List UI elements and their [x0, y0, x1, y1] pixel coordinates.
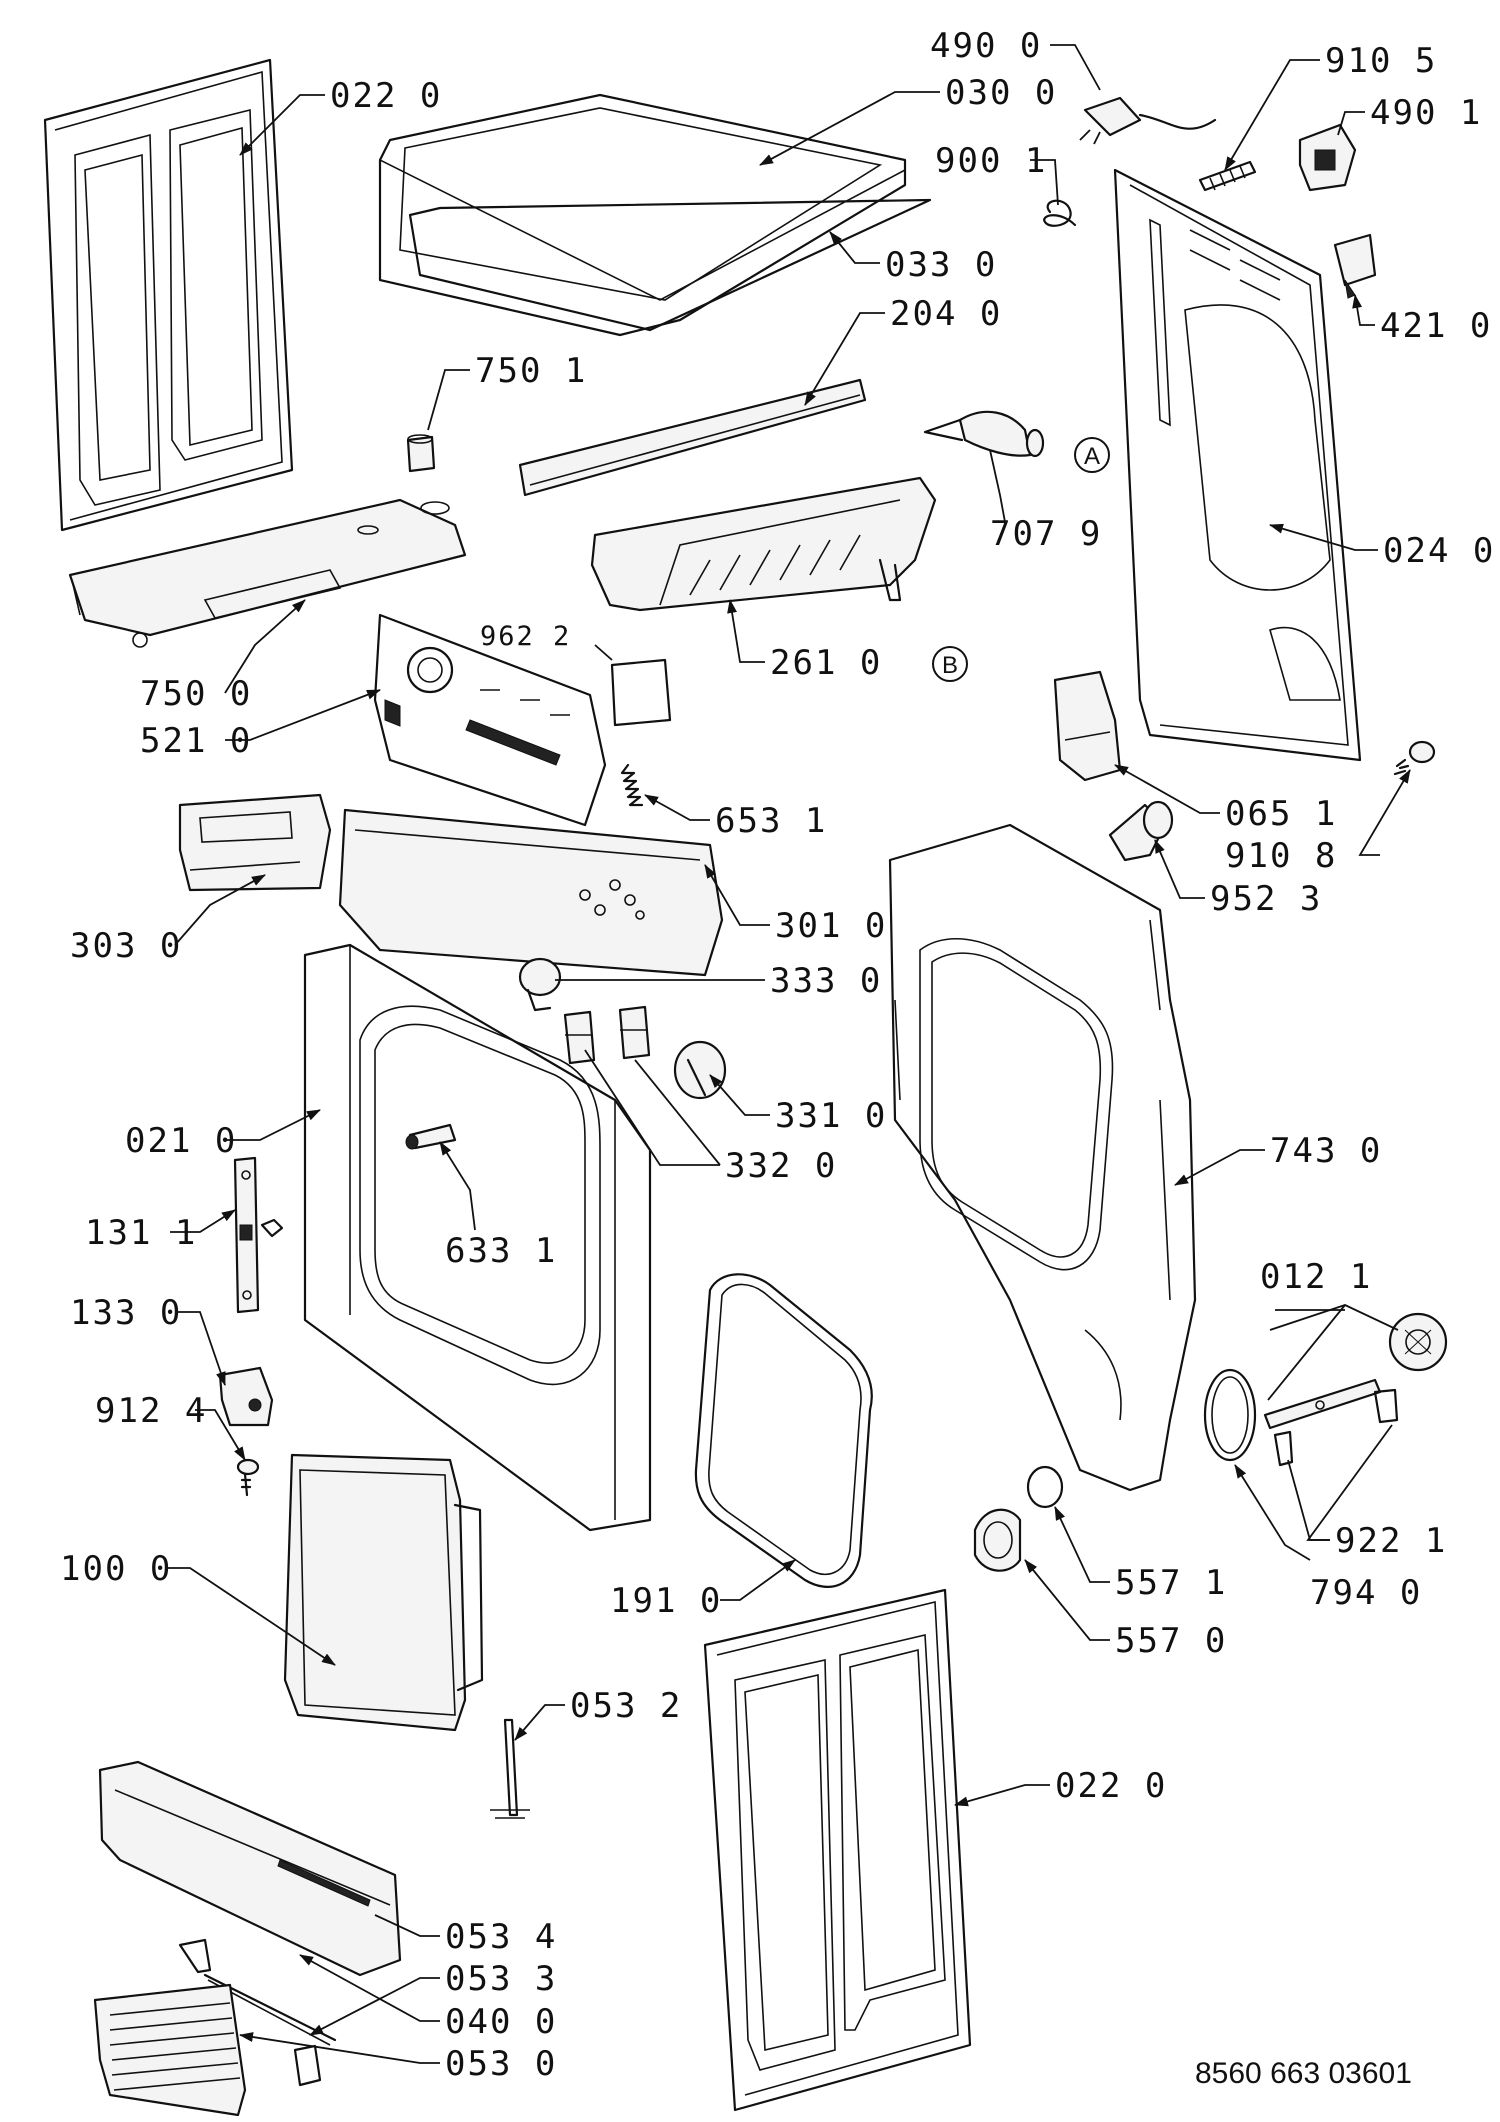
reference-circle-b: B [932, 646, 968, 682]
callout-053-3: 053 3 [445, 1959, 557, 1999]
callout-900-1: 900 1 [935, 141, 1047, 181]
callout-065-1: 065 1 [1225, 794, 1337, 834]
pump-motor [973, 1508, 1022, 1572]
front-grille [93, 1983, 247, 2117]
callout-633-1: 633 1 [445, 1231, 557, 1271]
callout-653-1: 653 1 [715, 801, 827, 841]
top-lid [378, 93, 907, 337]
adjustable-foot [1393, 740, 1436, 776]
door-hinge [233, 1156, 284, 1314]
side-panel-bottom [703, 1588, 972, 2112]
dispenser-cap [406, 434, 436, 473]
dispenser-drawer [178, 793, 332, 892]
door-lock [218, 1366, 274, 1427]
door-gasket [694, 1273, 873, 1588]
callout-030-0: 030 0 [945, 73, 1057, 113]
callout-743-0: 743 0 [1270, 1131, 1382, 1171]
spring-contact [620, 763, 644, 807]
drum-pulley [1388, 1312, 1448, 1372]
callout-557-1: 557 1 [1115, 1563, 1227, 1603]
callout-133-0: 133 0 [70, 1293, 182, 1333]
reference-circle-a: A [1074, 437, 1110, 473]
sensor-probe [923, 410, 1045, 458]
plug-bracket [1298, 123, 1357, 192]
callout-053-2: 053 2 [570, 1686, 682, 1726]
leader-lines [165, 44, 1411, 2064]
callout-191-0: 191 0 [610, 1581, 722, 1621]
drum-housing [888, 823, 1197, 1492]
control-board [373, 613, 607, 827]
front-panel [303, 943, 652, 1532]
control-panel [338, 808, 724, 977]
callout-100-0: 100 0 [60, 1549, 172, 1589]
callout-022-0-top: 022 0 [330, 76, 442, 116]
callout-794-0: 794 0 [1310, 1573, 1422, 1613]
callout-332-0: 332 0 [725, 1146, 837, 1186]
callout-333-0: 333 0 [770, 961, 882, 1001]
drum-shaft [1263, 1378, 1382, 1430]
callout-521-0: 521 0 [140, 721, 252, 761]
callout-750-0: 750 0 [140, 674, 252, 714]
push-buttons [563, 1005, 651, 1065]
callout-421-0: 421 0 [1380, 306, 1492, 346]
callout-040-0: 040 0 [445, 2002, 557, 2042]
screw-9124 [236, 1458, 260, 1497]
selector-knob [518, 957, 562, 1012]
front-rail [518, 378, 867, 497]
callout-912-4: 912 4 [95, 1391, 207, 1431]
callout-303-0: 303 0 [70, 926, 182, 966]
lid-bracket-plate [408, 198, 932, 332]
callout-750-1: 750 1 [475, 351, 587, 391]
connector-block [1333, 233, 1377, 299]
callout-033-0: 033 0 [885, 245, 997, 285]
callout-490-0: 490 0 [930, 26, 1042, 66]
callout-922-1: 922 1 [1335, 1521, 1447, 1561]
callout-204-0: 204 0 [890, 294, 1002, 334]
svg-text:B: B [942, 652, 958, 679]
callout-labels: 022 0 030 0 033 0 490 0 910 5 490 1 900 … [60, 26, 1495, 2090]
callout-021-0: 021 0 [125, 1121, 237, 1161]
pump-nozzle [1108, 800, 1174, 862]
power-cord [1079, 96, 1217, 145]
retaining-clips [1273, 1388, 1399, 1467]
svg-text:A: A [1084, 443, 1100, 470]
callout-024-0: 024 0 [1383, 531, 1495, 571]
callout-261-0: 261 0 [770, 643, 882, 683]
callout-131-1: 131 1 [85, 1213, 197, 1253]
callout-490-1: 490 1 [1370, 93, 1482, 133]
program-knob [673, 1040, 727, 1100]
callout-053-4: 053 4 [445, 1917, 557, 1957]
condenser-duct [590, 476, 937, 612]
callout-910-5: 910 5 [1325, 41, 1437, 81]
door [283, 1453, 484, 1732]
kickplate-frame [98, 1760, 402, 1977]
callout-952-3: 952 3 [1210, 879, 1322, 919]
diagram-id: 8560 663 03601 [1195, 2057, 1412, 2090]
callout-707-9: 707 9 [990, 514, 1102, 554]
callout-962-2: 962 2 [480, 621, 571, 652]
water-container [68, 498, 467, 648]
callout-022-0-bottom: 022 0 [1055, 1766, 1167, 1806]
callout-012-1: 012 1 [1260, 1257, 1372, 1297]
callout-910-8: 910 8 [1225, 836, 1337, 876]
drive-ring [1203, 1368, 1257, 1462]
o-ring [1026, 1465, 1064, 1509]
sensor-strip [490, 1718, 530, 1819]
callout-053-0: 053 0 [445, 2044, 557, 2084]
door-hinge-pin [405, 1123, 457, 1150]
callout-331-0: 331 0 [775, 1096, 887, 1136]
mounting-brackets [178, 1938, 322, 2087]
back-panel [1113, 168, 1362, 762]
rear-bracket [1053, 670, 1122, 782]
clip [1043, 199, 1077, 227]
side-panel-top-left [43, 58, 294, 532]
callout-557-0: 557 0 [1115, 1621, 1227, 1661]
label-card [610, 658, 672, 727]
callout-301-0: 301 0 [775, 906, 887, 946]
